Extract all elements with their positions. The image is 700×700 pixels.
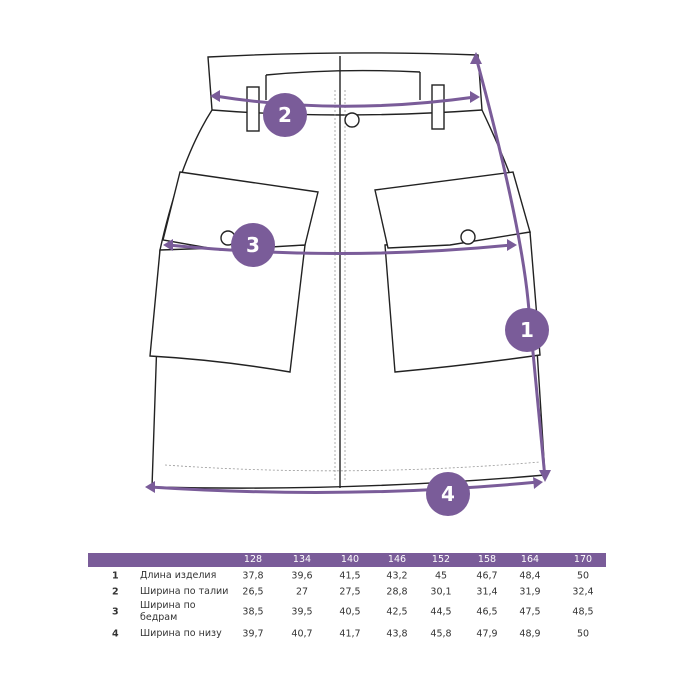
cell-value: 32,4 [572,586,594,598]
cell-value: 30,1 [430,586,452,598]
size-header: 128 134 140 146 152 158 164 170 [88,553,606,567]
marker-2 [263,93,307,137]
belt-loop [246,86,260,132]
cell-value: 39,6 [291,570,313,582]
marker-4 [426,472,470,516]
pocket-right [384,231,541,373]
cell-value: 40,7 [291,628,313,640]
cell-value: 38,5 [242,606,264,618]
cell-value: 31,9 [519,586,541,598]
marker-3-label: 3 [246,233,260,257]
size-table: 128 134 140 146 152 158 164 170 1 Длина изделия 3… [88,553,606,640]
marker-2-label: 2 [278,103,292,127]
cell-value: 37,8 [242,570,264,582]
cell-value: 43,2 [386,570,408,582]
cell-value: 50 [576,628,590,640]
size-header-cell: 152 [431,554,451,565]
marker-1-label: 1 [520,318,534,342]
size-header-cell: 164 [520,554,540,565]
cell-value: 41,5 [339,570,361,582]
cell-value: 45 [434,570,448,582]
button [344,112,360,128]
cell-value: 45,8 [430,628,452,640]
cell-value: 50 [576,570,590,582]
size-header-cell: 158 [477,554,497,565]
measure-line-2 [214,94,476,108]
cell-value: 46,5 [476,606,498,618]
cell-value: 48,5 [572,606,594,618]
cell-value: 44,5 [430,606,452,618]
measure-line-3 [167,243,513,255]
cell-value: 46,7 [476,570,498,582]
measure-line-4 [149,480,539,494]
cell-value: 26,5 [242,586,264,598]
cell-value: 47,9 [476,628,498,640]
row-label: Ширина по низу [140,628,222,639]
pocket-flap-right [374,171,531,249]
cell-value: 41,7 [339,628,361,640]
row-label: Ширина по талии [140,586,229,597]
cell-value: 27 [295,586,309,598]
row-label: Ширина по бедрам [140,600,196,623]
marker-4-label: 4 [441,482,455,506]
waistband [211,109,483,116]
size-header-cell: 140 [340,554,360,565]
row-number: 4 [112,628,119,640]
belt-loop [431,84,445,130]
cell-value: 48,9 [519,628,541,640]
skirt-sketch: 2 3 1 4 [145,52,551,516]
size-header-cell: 146 [387,554,407,565]
cell-value: 48,4 [519,570,541,582]
row-number: 2 [112,586,119,598]
cell-value: 40,5 [339,606,361,618]
cell-value: 31,4 [476,586,498,598]
marker-1 [505,308,549,352]
row-number: 1 [112,570,119,582]
cell-value: 39,5 [291,606,313,618]
cell-value: 43,8 [386,628,408,640]
size-header-cell: 134 [292,554,312,565]
cell-value: 42,5 [386,606,408,618]
row-number: 3 [112,606,119,618]
cell-value: 28,8 [386,586,408,598]
size-header-cell: 170 [573,554,593,565]
cell-value: 47,5 [519,606,541,618]
cell-value: 39,7 [242,628,264,640]
row-label: Длина изделия [140,570,217,581]
measure-line-1 [474,56,547,479]
marker-3 [231,223,275,267]
size-header-cell: 128 [243,554,263,565]
cell-value: 27,5 [339,586,361,598]
pocket-left [149,244,306,373]
